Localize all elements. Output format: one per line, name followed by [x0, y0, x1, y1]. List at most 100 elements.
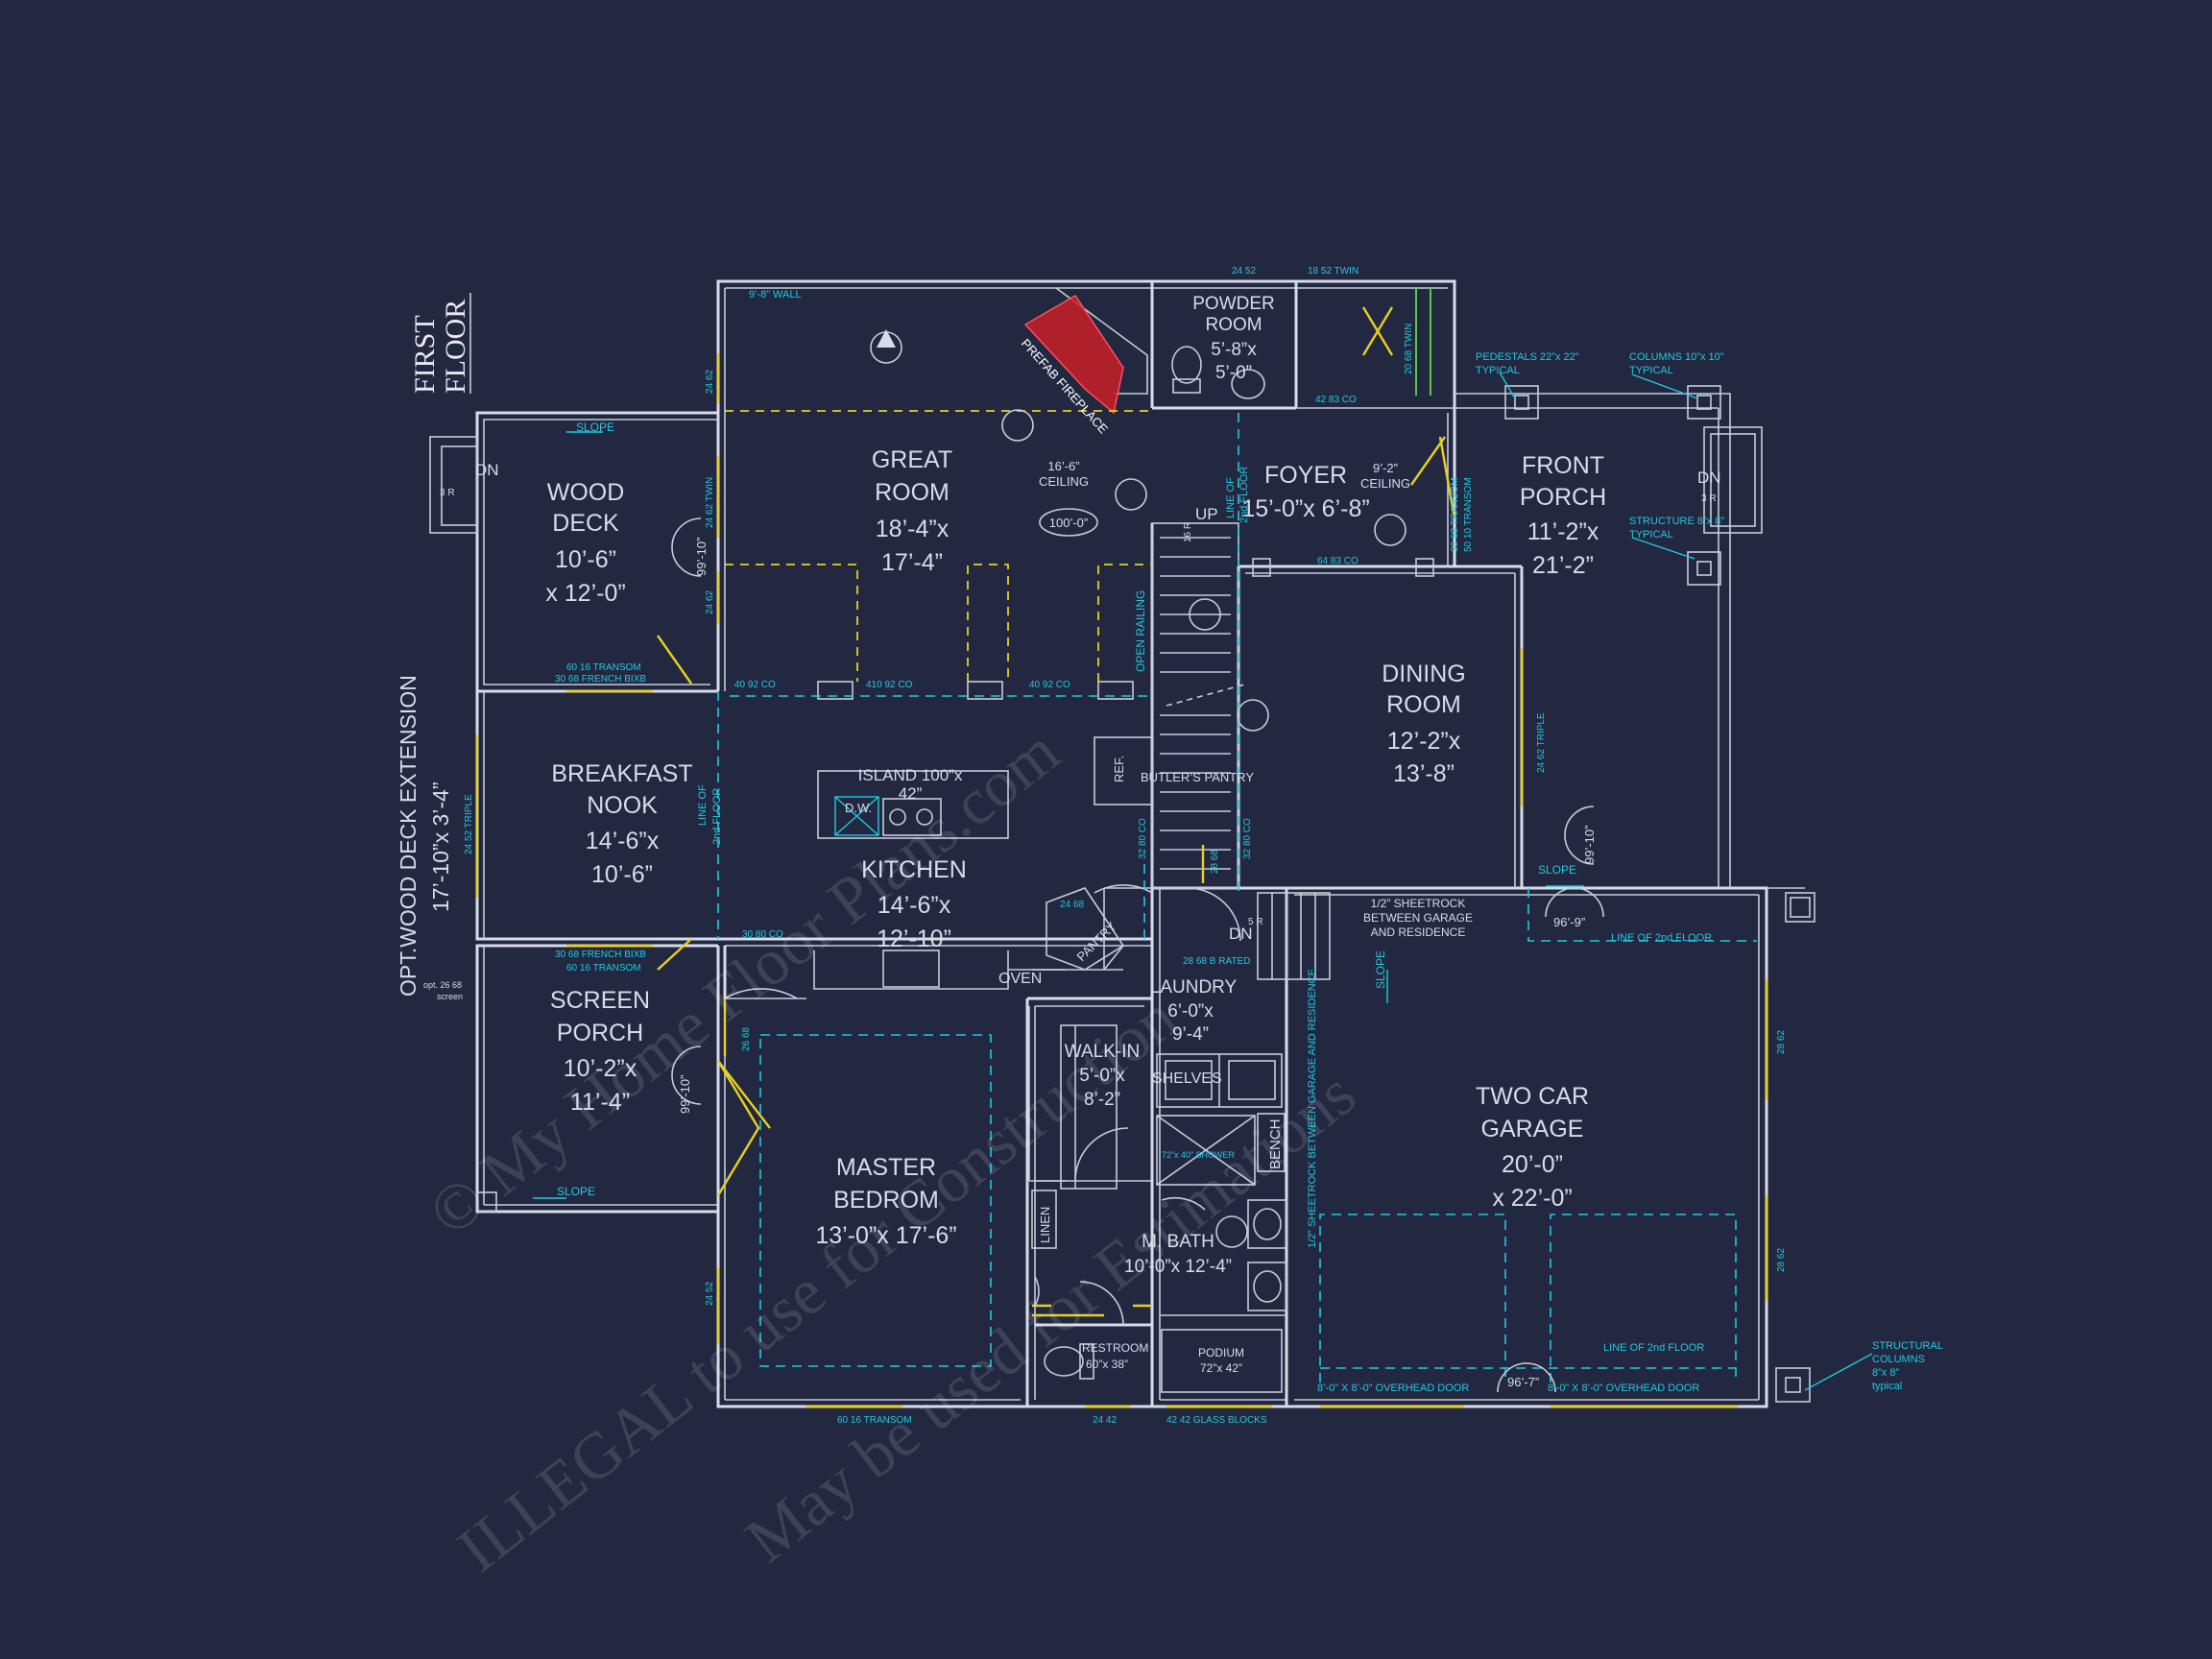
dn-label-porch: DN	[1697, 469, 1721, 487]
note-w-40921: 40 92 CO	[734, 680, 776, 690]
powder-room-name2: ROOM	[1205, 315, 1262, 335]
note-w-2452-top: 24 52	[1232, 266, 1256, 276]
note-slope-porch: SLOPE	[1538, 863, 1576, 877]
note-line2nd-c: LINE OF 2nd FLOOR	[1611, 932, 1712, 944]
powder-room-dim2: 5’-0”	[1215, 363, 1252, 383]
section-markers	[870, 329, 1407, 1248]
windows-doors	[475, 288, 1768, 1408]
note-restroom: RESTROOM	[1082, 1341, 1148, 1355]
breakfast-nook-name2: NOOK	[587, 792, 658, 819]
garage-name1: TWO CAR	[1476, 1083, 1589, 1110]
note-podium: PODIUM	[1198, 1346, 1244, 1359]
note-structure: STRUCTURE 8”x 8”	[1629, 516, 1724, 527]
note-w-2862a: 28 62	[1776, 1030, 1787, 1054]
wood-deck-name2: DECK	[552, 510, 619, 537]
note-w-2868b: 28 68 B RATED	[1183, 956, 1250, 967]
garage-dim2: x 22’-0”	[1492, 1185, 1572, 1212]
note-line2nd-a: LINE OF	[697, 784, 709, 826]
note-structural-cols2: COLUMNS	[1872, 1354, 1925, 1365]
butlers-pantry-label: BUTLER’S PANTRY	[1141, 770, 1254, 784]
note-w-3280b: 32 80 CO	[1242, 818, 1253, 859]
note-wall-98: 9’-8” WALL	[749, 289, 802, 301]
note-w-2468: 24 68	[1060, 900, 1084, 910]
note-pedestals: PEDESTALS 22”x 22”	[1476, 351, 1579, 363]
note-w-6016c: 60 16 TRANSOM	[837, 1415, 912, 1426]
note-line2nd-b: LINE OF	[1225, 477, 1237, 518]
fixtures	[813, 294, 1815, 1403]
note-w-2452-triple: 24 52 TRIPLE	[464, 794, 474, 854]
note-sr3b: 3 R	[1701, 493, 1717, 504]
note-w-3280: 32 80 CO	[1138, 818, 1148, 859]
powder-room-dim1: 5’-8”x	[1211, 340, 1257, 360]
dw-label: D.W.	[845, 801, 872, 815]
screen-porch-dim2: 11’-4”	[570, 1089, 630, 1116]
front-porch-name2: PORCH	[1520, 484, 1606, 511]
note-opt-screen: opt. 26 68	[423, 980, 462, 990]
note-slope-screen: SLOPE	[557, 1185, 595, 1198]
note-arc-99c: 99’-10”	[1582, 826, 1597, 864]
note-structural-cols: STRUCTURAL	[1872, 1340, 1943, 1352]
podium-tub	[1161, 1329, 1283, 1393]
garage-dim1: 20’-0”	[1502, 1151, 1563, 1178]
note-ceil-foyer2: CEILING	[1360, 476, 1410, 491]
dining-room-name1: DINING	[1382, 661, 1466, 687]
note-w-3080: 30 80 CO	[742, 929, 783, 940]
watermark: © My Home Floor Plans.com ILLEGAL to use…	[415, 714, 1368, 1586]
note-arc-96a: 96’-9”	[1553, 915, 1585, 929]
note-w-4242: 42 42 GLASS BLOCKS	[1166, 1415, 1267, 1426]
room-labels: WOOD DECK 10’-6” x 12’-0” GREAT ROOM 18’…	[545, 294, 1606, 1277]
note-w-40922: 40 92 CO	[1029, 680, 1070, 690]
note-overhead2: 8’-0” X 8’-0” OVERHEAD DOOR	[1548, 1382, 1699, 1394]
note-w-2868: 28 68	[1210, 850, 1220, 874]
kitchen-dim1: 14’-6”x	[878, 892, 951, 919]
note-sheetrock-v: 1/2” SHEETROCK BETWEEN GARAGE AND RESIDE…	[1307, 969, 1318, 1248]
note-sheetrock3: AND RESIDENCE	[1371, 926, 1466, 939]
door-swings	[724, 884, 1241, 1326]
drawing-title: FIRST FLOOR	[409, 293, 471, 394]
note-overhead1: 8’-0” X 8’-0” OVERHEAD DOOR	[1317, 1382, 1469, 1394]
linen-label: LINEN	[1038, 1207, 1052, 1243]
note-restroom2: 60”x 38”	[1086, 1358, 1128, 1371]
note-arc-100: 100’-0”	[1049, 516, 1088, 530]
note-opt-screen2: screen	[437, 992, 463, 1001]
note-structural-cols4: typical	[1872, 1381, 1902, 1392]
note-sr3a: 3 R	[440, 488, 455, 498]
great-room-dim2: 17’-4”	[881, 549, 943, 576]
note-pedestals2: TYPICAL	[1476, 365, 1520, 376]
pantry-label: PANTRY	[1074, 919, 1119, 964]
m-bath-dim: 10’-0”x 12’-4”	[1124, 1257, 1232, 1277]
kitchen-island	[817, 770, 1009, 839]
note-sr5: 5 R	[1248, 917, 1263, 927]
dining-room-dim2: 13’-8”	[1393, 760, 1455, 787]
wall-top	[716, 279, 1456, 413]
dn-label-deck: DN	[475, 461, 499, 479]
shower	[1156, 1115, 1256, 1186]
dining-room-dim1: 12’-2”x	[1387, 728, 1461, 755]
great-room-dim1: 18’-4”x	[876, 516, 950, 542]
note-ceil-foyer: 9’-2”	[1373, 461, 1398, 475]
note-structural-cols3: 8”x 8”	[1872, 1367, 1899, 1379]
note-w-2068: 20 68 TWIN	[1404, 324, 1414, 374]
master-bedroom-name2: BEDROM	[833, 1187, 939, 1214]
prefab-fireplace	[1023, 294, 1124, 415]
dining-room-name2: ROOM	[1386, 691, 1461, 718]
note-line2nd-a2: 2nd FLOOR	[711, 788, 723, 845]
breakfast-nook-name1: BREAKFAST	[551, 760, 692, 787]
note-arc-99a: 99’-10”	[694, 538, 709, 576]
title-floor: FLOOR	[440, 300, 471, 394]
bench-label: BENCH	[1267, 1118, 1284, 1169]
leader-lines	[533, 372, 1873, 1391]
note-ceil-great2: CEILING	[1039, 474, 1089, 489]
opt-deck-label: OPT.WOOD DECK EXTENSION	[396, 675, 421, 997]
laundry-name: LAUNDRY	[1150, 977, 1238, 998]
note-w-3068f: 30 68 FRENCH BIXB	[555, 674, 646, 685]
walk-in-dim2: 8’-2”	[1084, 1090, 1120, 1110]
dn-label-garage: DN	[1229, 925, 1253, 943]
note-columns: COLUMNS 10”x 10”	[1629, 351, 1724, 363]
breakfast-nook-dim2: 10’-6”	[591, 861, 653, 888]
note-w-2462: 24 62	[705, 370, 715, 394]
foyer-dim: 15’-0”x 6’-8”	[1241, 495, 1369, 522]
screen-porch-name2: PORCH	[557, 1020, 643, 1046]
walk-in-name: WALK-IN	[1065, 1042, 1140, 1062]
